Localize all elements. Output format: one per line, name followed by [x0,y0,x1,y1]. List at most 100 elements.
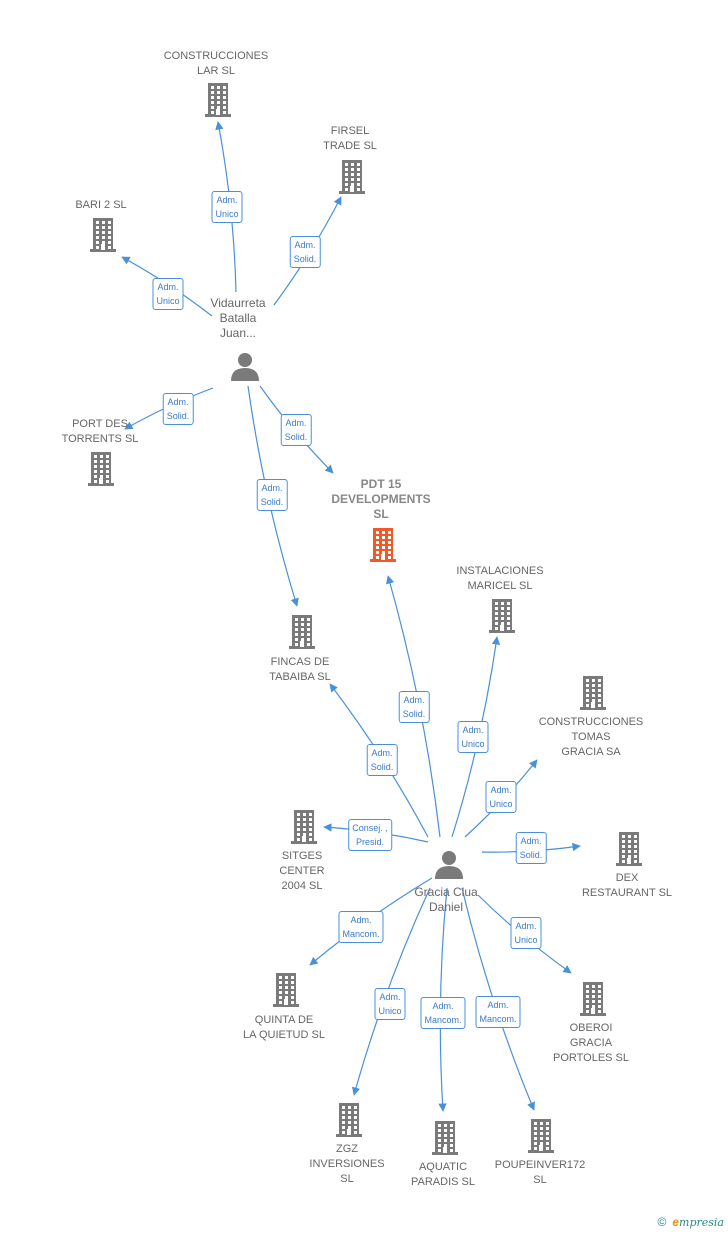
relation-label-gracia-fincas_tabaiba[interactable]: Adm. Solid. [366,744,398,776]
company-label-line: SL [373,507,389,521]
relation-label-line: Adm. [285,418,307,428]
relation-label-line: Mancom. [342,929,380,939]
company-label-line: PORTOLES SL [552,1052,630,1064]
company-label-fincas_tabaiba[interactable]: FINCAS DE TABAIBA SL [269,655,331,685]
relation-label-gracia-instalaciones_maricel[interactable]: Adm.Unico [457,721,489,753]
building-icon-port_des_torrents[interactable] [88,452,114,486]
person-label-line: Gracia Clua [414,885,478,899]
relation-label-gracia-dex[interactable]: Adm. Solid. [515,832,547,864]
relation-label-line: Unico [156,296,180,306]
company-label-aquatic[interactable]: AQUATIC PARADIS SL [411,1160,475,1190]
building-icon-oberoi[interactable] [580,982,606,1016]
relation-label-vidaurreta-port_des_torrents[interactable]: Adm.Solid. [162,393,194,425]
relation-label-gracia-aquatic[interactable]: Adm. Mancom. [420,997,466,1029]
relation-label-line: Adm. [490,785,512,795]
building-icon-instalaciones_maricel[interactable] [489,599,515,633]
company-label-line: SL [340,1173,354,1185]
relation-label-line: Unico [514,935,538,945]
relation-label-line: Solid. [370,762,394,772]
relation-label-line: Adm. [432,1001,454,1011]
company-label-line: RESTAURANT SL [581,887,673,899]
company-label-line: SL [533,1174,547,1186]
company-label-line: PORT DES [72,418,128,430]
person-label-line: Daniel [428,900,464,914]
company-label-line: DEVELOPMENTS [331,492,431,506]
company-label-line: PARADIS SL [411,1176,475,1188]
relation-label-line: Mancom. [424,1015,462,1025]
relation-label-gracia-zgz[interactable]: Adm.Unico [374,988,406,1020]
person-icon-vidaurreta[interactable] [231,353,259,381]
building-icon-firsel[interactable] [339,160,365,194]
company-label-line: CENTER [279,865,325,877]
company-label-line: FINCAS DE [270,656,330,668]
building-icon-aquatic[interactable] [432,1121,458,1155]
relation-label-gracia-poupeinver[interactable]: Adm.Mancom. [475,996,521,1028]
building-icon-sitges_center[interactable] [291,810,317,844]
building-icon-quinta_quietud[interactable] [273,973,299,1007]
relation-label-vidaurreta-firsel[interactable]: Adm.Solid. [289,236,321,268]
company-label-line: CONSTRUCCIONES [538,716,644,728]
company-label-line: INVERSIONES [309,1158,385,1170]
relation-label-line: Presid. [355,837,384,847]
building-icon-dex[interactable] [616,832,642,866]
brand-logo-text: mpresia [679,1216,724,1229]
building-icon-zgz[interactable] [336,1103,362,1137]
relation-label-line: Solid. [402,709,426,719]
company-label-line: TORRENTS SL [61,433,139,445]
company-label-port_des_torrents[interactable]: PORT DES TORRENTS SL [62,417,139,447]
company-label-line: 2004 SL [281,880,323,892]
relation-label-gracia-oberoi[interactable]: Adm. Unico [510,917,542,949]
building-icon-construcciones_tomas[interactable] [580,676,606,710]
building-icon-construcciones_lar[interactable] [205,83,231,117]
relation-label-line: Adm. [403,695,425,705]
relation-label-line: Adm. [371,748,393,758]
relation-label-line: Adm. [261,483,283,493]
relation-label-gracia-construcciones_tomas[interactable]: Adm.Unico [485,781,517,813]
company-label-line: INSTALACIONES [456,565,544,577]
building-icon-poupeinver[interactable] [528,1119,554,1153]
relation-label-line: Adm. [216,195,238,205]
relation-label-vidaurreta-construcciones_lar[interactable]: Adm.Unico [211,191,243,223]
relation-label-vidaurreta-fincas_tabaiba[interactable]: Adm. Solid. [256,479,288,511]
relation-label-vidaurreta-bari2[interactable]: Adm. Unico [152,278,184,310]
company-label-line: BARI 2 SL [75,199,127,211]
relation-label-line: Solid. [260,497,284,507]
relation-label-line: Adm. [520,836,542,846]
relation-label-line: Consej. , [352,823,388,833]
relation-label-line: Adm. [515,921,537,931]
relation-label-gracia-quinta_quietud[interactable]: Adm.Mancom. [338,911,384,943]
company-label-line: FIRSEL [330,125,370,137]
building-icon-pdt15[interactable] [370,528,396,562]
person-label-line: Batalla [219,311,257,325]
copyright-symbol: © [657,1215,667,1229]
relation-label-gracia-sitges_center[interactable]: Consej. , Presid. [348,819,392,851]
company-label-firsel[interactable]: FIRSEL TRADE SL [323,124,377,154]
relation-label-vidaurreta-pdt15[interactable]: Adm.Solid. [280,414,312,446]
building-icon-fincas_tabaiba[interactable] [289,615,315,649]
company-label-line: TRADE SL [323,140,377,152]
relation-label-gracia-pdt15[interactable]: Adm. Solid. [398,691,430,723]
building-icon-bari2[interactable] [90,218,116,252]
company-label-line: AQUATIC [418,1161,468,1173]
person-icon-gracia[interactable] [435,851,463,879]
company-label-bari2[interactable]: BARI 2 SL [75,198,126,213]
company-label-line: GRACIA [569,1037,613,1049]
company-label-line: TABAIBA SL [269,671,331,683]
footer-brand: ©empresia [658,1215,725,1229]
relation-label-line: Adm. [294,240,316,250]
company-label-line: PDT 15 [360,477,402,491]
relation-label-line: Adm. [157,282,179,292]
relation-label-line: Solid. [519,850,543,860]
